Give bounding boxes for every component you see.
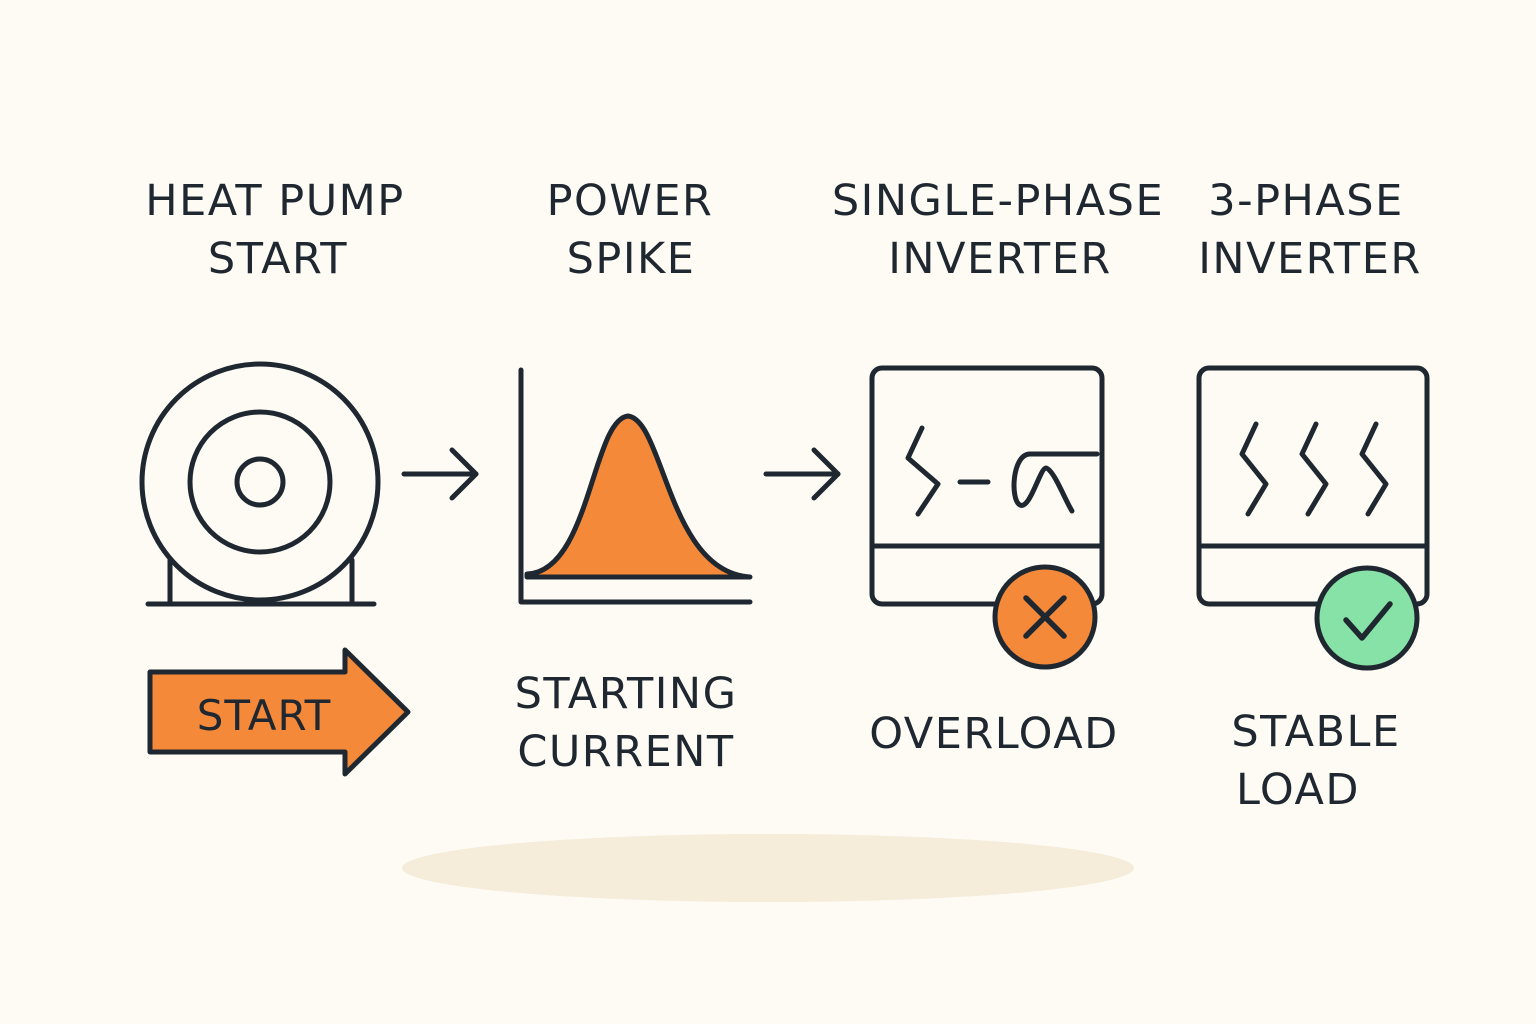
flow-arrow-icon [401,447,479,501]
stage-title-line1: POWER [547,176,714,226]
stage-title-line1: SINGLE-PHASE [832,176,1164,226]
stage-title-line2: INVERTER [888,234,1112,284]
chart-axes [518,367,753,605]
start-badge-label: START [197,691,332,740]
current-spike-area [524,413,753,580]
stage-caption-line1: STARTING [515,669,738,719]
current-spike-chart-icon [518,367,753,605]
single-phase-inverter-icon [869,365,1105,607]
stage-caption-line1: OVERLOAD [869,709,1119,759]
stage-caption-line2: LOAD [1236,765,1360,815]
stage-three-phase-inverter: 3-PHASE INVERTER STABLE LOAD [1196,176,1430,815]
stage-heat-pump-start: HEAT PUMP START START [139,176,411,777]
flow-arrow-icon [763,447,841,501]
cross-icon [1023,595,1067,639]
stage-single-phase-inverter: SINGLE-PHASE INVERTER OVERLOAD [832,176,1164,759]
ground-shadow [402,834,1134,902]
stage-title-line2: INVERTER [1198,234,1422,284]
start-arrow-shape [147,647,411,777]
three-phase-inverter-icon [1196,365,1430,607]
heat-pump-icon [139,361,381,607]
stage-caption-line1: STABLE [1231,707,1400,757]
status-badge [1314,565,1420,671]
start-badge: START [147,647,411,777]
stage-title-line1: HEAT PUMP [145,176,404,226]
stage-power-spike: POWER SPIKE STARTING CURRENT [515,176,753,777]
stage-title-line2: START [208,234,348,284]
stage-caption-line2: CURRENT [517,727,734,777]
status-badge [992,564,1098,670]
stage-title-line1: 3-PHASE [1208,176,1404,226]
stage-title-line2: SPIKE [567,234,696,284]
stable-status-circle [1314,565,1420,671]
check-icon [1343,601,1393,641]
